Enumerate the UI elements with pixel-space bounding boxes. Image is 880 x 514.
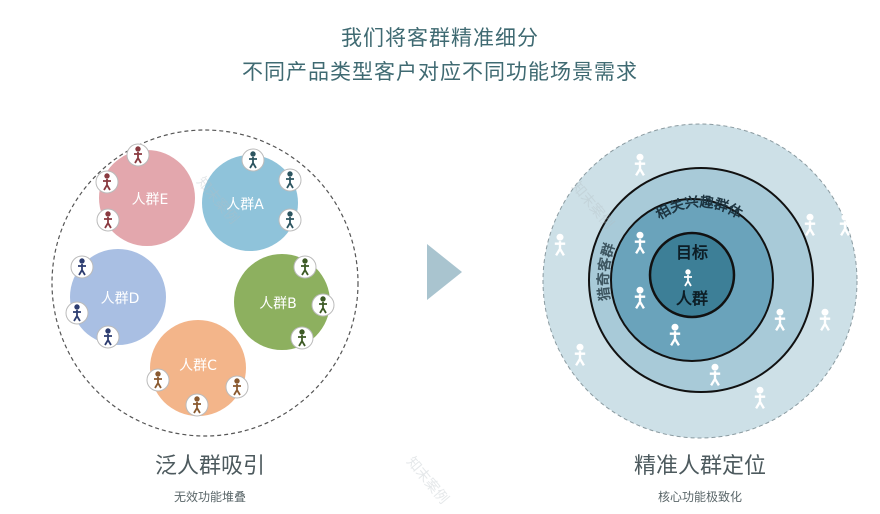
target-core xyxy=(648,231,736,319)
person-activity-icon xyxy=(65,301,89,325)
person-activity-icon xyxy=(225,375,249,399)
header-line-2: 不同产品类型客户对应不同功能场景需求 xyxy=(242,60,638,84)
person-activity-icon xyxy=(96,325,120,349)
group-e: 人群E xyxy=(99,150,195,246)
play-arrow-icon xyxy=(427,244,462,300)
person-activity-icon xyxy=(146,368,170,392)
center-label-top: 目标 xyxy=(676,243,708,262)
right-subcaption: 核心功能极致化 xyxy=(657,490,742,504)
person-activity-icon xyxy=(241,148,265,172)
person-activity-icon xyxy=(126,143,150,167)
person-activity-icon xyxy=(290,326,314,350)
header-line-1: 我们将客群精准细分 xyxy=(341,26,539,50)
group-a-label: 人群A xyxy=(226,197,264,213)
group-c-label: 人群C xyxy=(179,358,217,374)
person-activity-icon xyxy=(70,255,94,279)
group-d-circle xyxy=(70,249,166,345)
left-diagram: 人群E 人群A 人群D 人群B 人群C xyxy=(51,129,359,437)
right-diagram: 猎奇客群 相关兴趣群体 目标 人群 xyxy=(542,123,858,439)
right-caption-block: 精准人群定位 核心功能极致化 xyxy=(550,448,850,505)
group-e-label: 人群E xyxy=(132,192,169,208)
group-a: 人群A xyxy=(202,155,298,251)
left-subcaption: 无效功能堆叠 xyxy=(173,490,246,504)
group-a-circle xyxy=(202,155,298,251)
person-activity-icon xyxy=(96,208,120,232)
group-e-circle xyxy=(99,150,195,246)
person-activity-icon xyxy=(278,208,302,232)
outer-dashed-circle xyxy=(51,129,359,437)
group-c-circle xyxy=(150,320,246,416)
person-activity-icon xyxy=(311,293,335,317)
left-caption-block: 泛人群吸引 无效功能堆叠 xyxy=(60,448,360,505)
group-b-label: 人群B xyxy=(259,296,297,312)
group-d: 人群D xyxy=(70,249,166,345)
activity-icons xyxy=(65,143,335,417)
person-activity-icon xyxy=(278,168,302,192)
person-activity-icon xyxy=(293,255,317,279)
group-c: 人群C xyxy=(150,320,246,416)
person-activity-icon xyxy=(185,393,209,417)
left-caption: 泛人群吸引 xyxy=(154,454,265,479)
right-caption: 精准人群定位 xyxy=(633,454,766,479)
center-label-bottom: 人群 xyxy=(676,289,708,308)
person-activity-icon xyxy=(95,170,119,194)
group-d-label: 人群D xyxy=(101,291,140,307)
